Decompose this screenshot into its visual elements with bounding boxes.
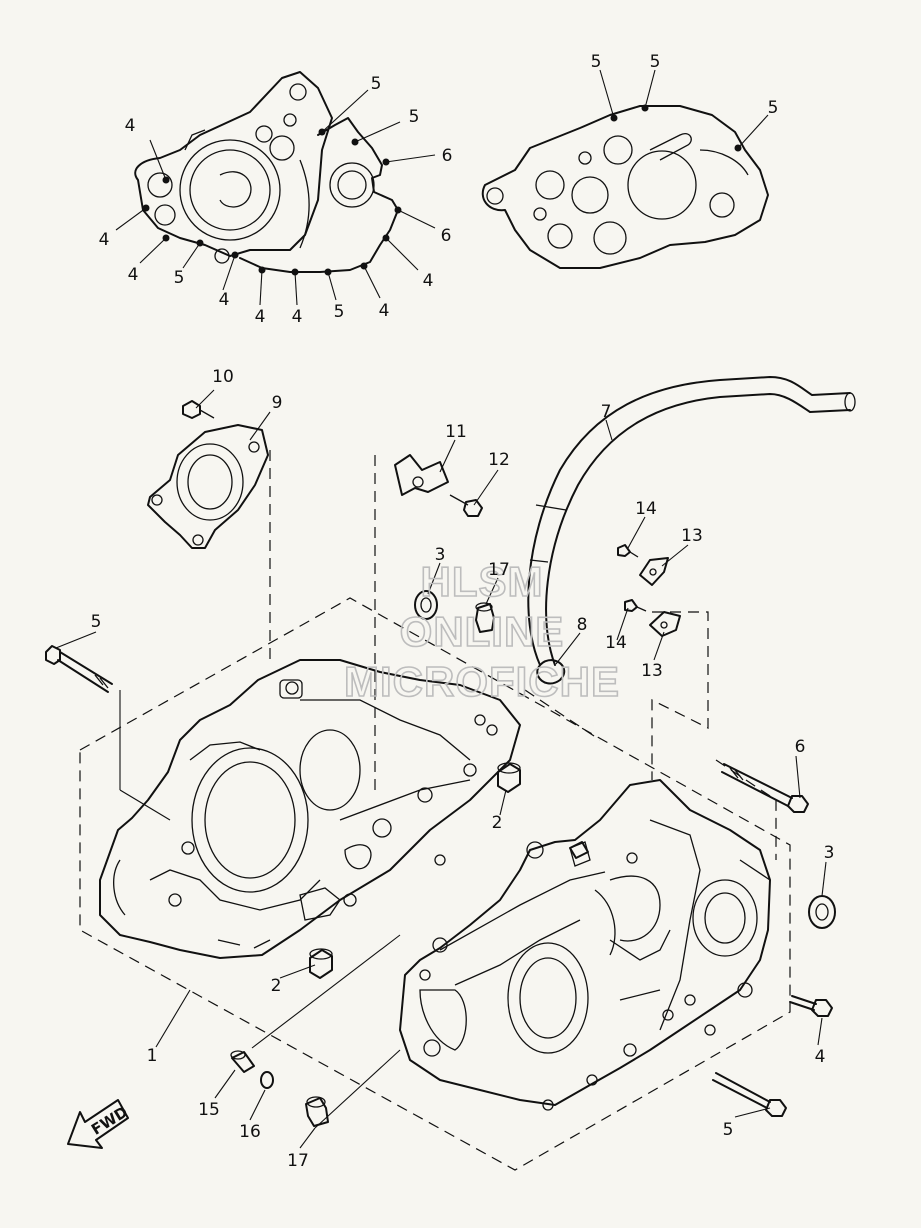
callout-14: 14 [605,633,627,653]
callout-4: 4 [292,307,303,327]
dowel-pin [309,948,333,979]
bolt [182,400,215,419]
callout-5: 5 [91,612,102,632]
callout-6: 6 [442,146,453,166]
leader-group-lines [269,450,777,860]
callout-2: 2 [271,976,282,996]
bolt [45,645,113,693]
assembly-group-outline [79,597,791,1171]
oil-seal [808,895,836,929]
callout-4: 4 [125,116,136,136]
callout-9: 9 [272,393,283,413]
callout-6: 6 [795,737,806,757]
callout-2: 2 [492,813,503,833]
callout-4: 4 [219,290,230,310]
dowel-pin [497,762,521,793]
breather-hose [527,376,856,666]
watermark-line-3: MICROFICHE [344,658,620,705]
callout-5: 5 [334,302,345,322]
hose-guide [639,557,669,586]
watermark-line-1: HLSM [421,558,544,605]
callout-4: 4 [128,265,139,285]
left-crankcase [99,659,521,959]
hose-clip [536,659,566,685]
right-crankcase [399,779,771,1111]
callout-13: 13 [681,526,703,546]
bolt [449,494,483,517]
watermark: HLSM ONLINE MICROFICHE [343,557,620,706]
callout-14: 14 [635,499,657,519]
callout-4: 4 [815,1047,826,1067]
bolt [721,763,809,813]
oil-seal [414,590,438,620]
bolt [789,995,833,1017]
hose-clamp-bracket [394,454,449,496]
callout-4: 4 [99,230,110,250]
callout-17: 17 [287,1151,309,1171]
right-crankcase-bolt-pattern [481,69,769,269]
callout-5: 5 [768,98,779,118]
callout-5: 5 [723,1120,734,1140]
callout-10: 10 [212,367,234,387]
callout-numbers: 4 4 4 5 4 4 4 5 4 4 6 6 5 5 5 5 5 10 9 1… [91,52,835,1171]
callout-5: 5 [174,268,185,288]
oil-seal-plate [147,424,269,549]
collar [475,602,495,633]
left-crankcase-bolt-pattern [115,71,436,306]
forward-direction-arrow: FWD [67,1099,131,1149]
fwd-label: FWD [88,1103,131,1139]
callout-5: 5 [591,52,602,72]
callout-6: 6 [441,226,452,246]
callout-12: 12 [488,450,510,470]
callout-13: 13 [641,661,663,681]
callout-leaders [55,389,827,1149]
hose-guide [649,611,681,637]
screw [617,544,639,558]
callout-15: 15 [198,1100,220,1120]
collar [305,1096,329,1127]
callout-17: 17 [488,560,510,580]
o-ring [260,1071,274,1089]
bolt [712,1072,787,1117]
callout-5: 5 [371,74,382,94]
callout-1: 1 [147,1046,158,1066]
callout-5: 5 [409,107,420,127]
callout-11: 11 [445,422,467,442]
screw [624,599,647,612]
callout-4: 4 [255,307,266,327]
watermark-line-2: ONLINE [400,608,565,655]
dowel-pin-15 [230,1050,255,1073]
callout-7: 7 [601,402,612,422]
callout-3: 3 [824,843,835,863]
callout-4: 4 [423,271,434,291]
stud-connector [569,841,771,881]
callout-5: 5 [650,52,661,72]
callout-3: 3 [435,545,446,565]
callout-8: 8 [577,615,588,635]
callout-16: 16 [239,1122,261,1142]
callout-4: 4 [379,301,390,321]
